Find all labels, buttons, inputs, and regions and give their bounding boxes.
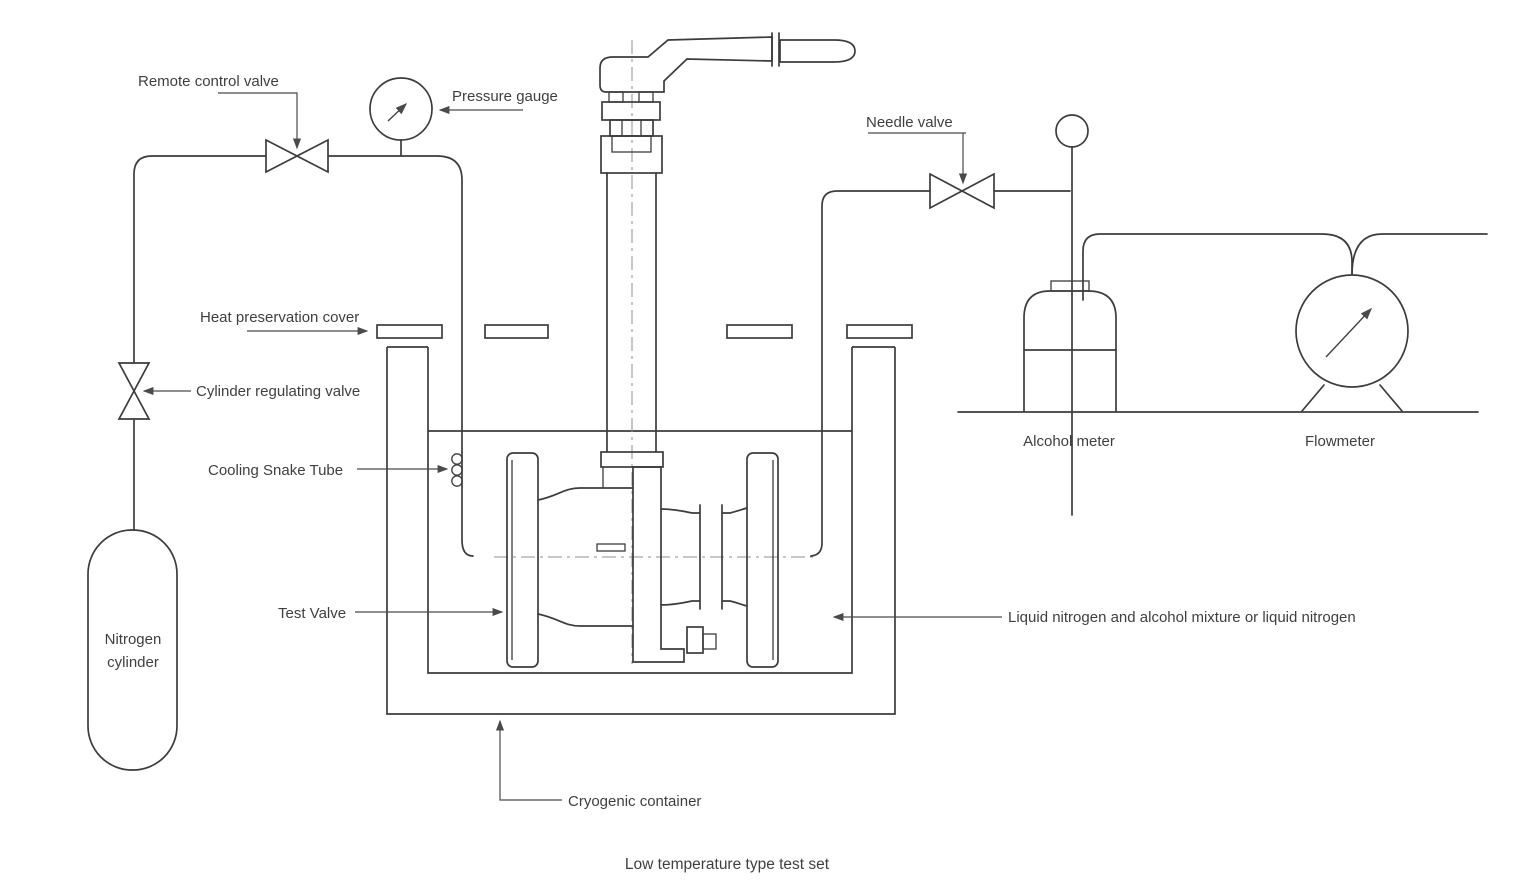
- needle-valve-symbol: [929, 172, 995, 210]
- drain-plug: [686, 626, 704, 654]
- cooling-snake-tube-label-group: Cooling Snake Tube: [208, 462, 449, 479]
- remote-control-valve-label: Remote control valve: [138, 73, 279, 90]
- valve-body: [537, 466, 748, 663]
- alcohol-meter-label: Alcohol meter: [1023, 433, 1115, 450]
- valve-handle: [599, 32, 856, 93]
- valve-stem: [600, 91, 664, 488]
- cylinder-regulating-valve-label: Cylinder regulating valve: [196, 383, 360, 400]
- left-flange: [506, 452, 539, 668]
- outlet-pipe: [810, 190, 1071, 557]
- diagram-title: Low temperature type test set: [625, 856, 830, 873]
- pressure-gauge-symbol: [369, 77, 433, 157]
- flowmeter-symbol: Flowmeter: [1295, 233, 1488, 450]
- cylinder-regulating-valve-symbol: [117, 362, 151, 420]
- cryogenic-container-label: Cryogenic container: [568, 793, 701, 810]
- test-valve-label: Test Valve: [278, 605, 346, 622]
- needle-valve-label: Needle valve: [866, 114, 953, 131]
- pressure-gauge-label: Pressure gauge: [452, 88, 558, 105]
- flowmeter-label: Flowmeter: [1305, 433, 1375, 450]
- liquid-mixture-label: Liquid nitrogen and alcohol mixture or l…: [1008, 609, 1356, 626]
- pressure-gauge-label-group: Pressure gauge: [438, 88, 558, 115]
- cooling-snake-tube-symbol: [451, 451, 474, 557]
- heat-preservation-cover-symbol: [376, 324, 913, 339]
- right-flange: [746, 452, 779, 668]
- heat-preservation-cover-label: Heat preservation cover: [200, 309, 359, 326]
- needle-valve-label-group: Needle valve: [866, 114, 968, 185]
- remote-control-valve-label-group: Remote control valve: [138, 73, 302, 150]
- alcohol-meter-symbol: Alcohol meter: [1023, 114, 1353, 516]
- heat-preservation-cover-label-group: Heat preservation cover: [200, 309, 369, 336]
- test-valve-symbol: [494, 32, 856, 668]
- nitrogen-supply-pipe: [133, 155, 463, 531]
- liquid-mixture-label-group: Liquid nitrogen and alcohol mixture or l…: [832, 609, 1356, 626]
- nitrogen-cylinder-label-line2: cylinder: [107, 654, 159, 671]
- nitrogen-cylinder-symbol: Nitrogen cylinder: [87, 529, 178, 771]
- cryogenic-container-label-group: Cryogenic container: [495, 719, 701, 810]
- remote-control-valve-symbol: [265, 138, 329, 174]
- test-valve-label-group: Test Valve: [278, 605, 504, 622]
- cooling-snake-tube-label: Cooling Snake Tube: [208, 462, 343, 479]
- cryogenic-container-symbol: [386, 346, 896, 715]
- nitrogen-cylinder-label-line1: Nitrogen: [105, 631, 162, 648]
- cylinder-regulating-valve-label-group: Cylinder regulating valve: [142, 383, 360, 400]
